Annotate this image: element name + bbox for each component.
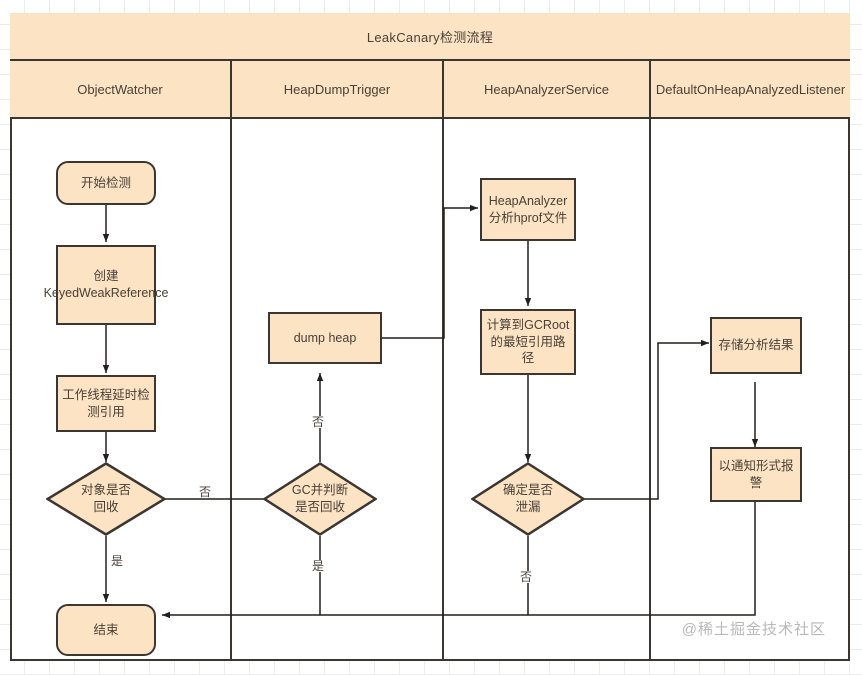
lane-divider-2 xyxy=(442,119,444,661)
watermark: @稀土掘金技术社区 xyxy=(681,621,826,638)
node-end[interactable]: 结束 xyxy=(56,604,156,656)
node-notify-alert[interactable]: 以通知形式报警 xyxy=(710,447,802,502)
node-gc-and-judge-label: GC并判断是否回收 xyxy=(291,483,349,514)
lane-divider-3 xyxy=(649,119,651,661)
node-dump-heap[interactable]: dump heap xyxy=(268,312,382,364)
node-gc-and-judge-decision[interactable]: GC并判断是否回收 xyxy=(263,462,377,536)
lane-header-heapanalyzerservice: HeapAnalyzerService xyxy=(444,61,651,119)
node-store-result[interactable]: 存储分析结果 xyxy=(710,317,802,374)
node-object-recycled-label: 对象是否回收 xyxy=(80,483,131,514)
edge-label-confirm-leak-no: 否 xyxy=(518,570,535,584)
edge-label-object-recycled-yes: 是 xyxy=(109,554,126,568)
diamond-shape xyxy=(46,462,166,536)
lane-divider-1 xyxy=(230,119,232,661)
edge-notify-to-end xyxy=(162,500,756,619)
edge-confirmleak-yes-to-store xyxy=(582,339,709,500)
lane-header-heapdumptrigger: HeapDumpTrigger xyxy=(232,61,444,119)
node-confirm-leak-label: 确定是否泄漏 xyxy=(502,483,553,514)
edge-label-gc-judge-yes: 是 xyxy=(310,559,327,573)
node-start-detection[interactable]: 开始检测 xyxy=(56,161,156,205)
diamond-shape xyxy=(263,462,377,536)
connector-layer xyxy=(102,203,759,619)
node-object-recycled-decision[interactable]: 对象是否回收 xyxy=(46,462,166,536)
edge-label-object-recycled-no: 否 xyxy=(197,485,214,499)
lane-header-objectwatcher: ObjectWatcher xyxy=(10,61,232,119)
node-worker-delay-check[interactable]: 工作线程延时检测引用 xyxy=(56,375,156,432)
diamond-shape xyxy=(471,462,585,536)
edge-label-gc-judge-no: 否 xyxy=(310,415,327,429)
edge-dumpheap-to-analyzer xyxy=(382,204,478,339)
node-confirm-leak-decision[interactable]: 确定是否泄漏 xyxy=(471,462,585,536)
flowchart-diagram: LeakCanary检测流程 ObjectWatcher HeapDumpTri… xyxy=(10,13,850,661)
lane-header-defaultonheapanalyzedlistener: DefaultOnHeapAnalyzedListener xyxy=(651,61,850,119)
pool-title: LeakCanary检测流程 xyxy=(10,13,850,61)
